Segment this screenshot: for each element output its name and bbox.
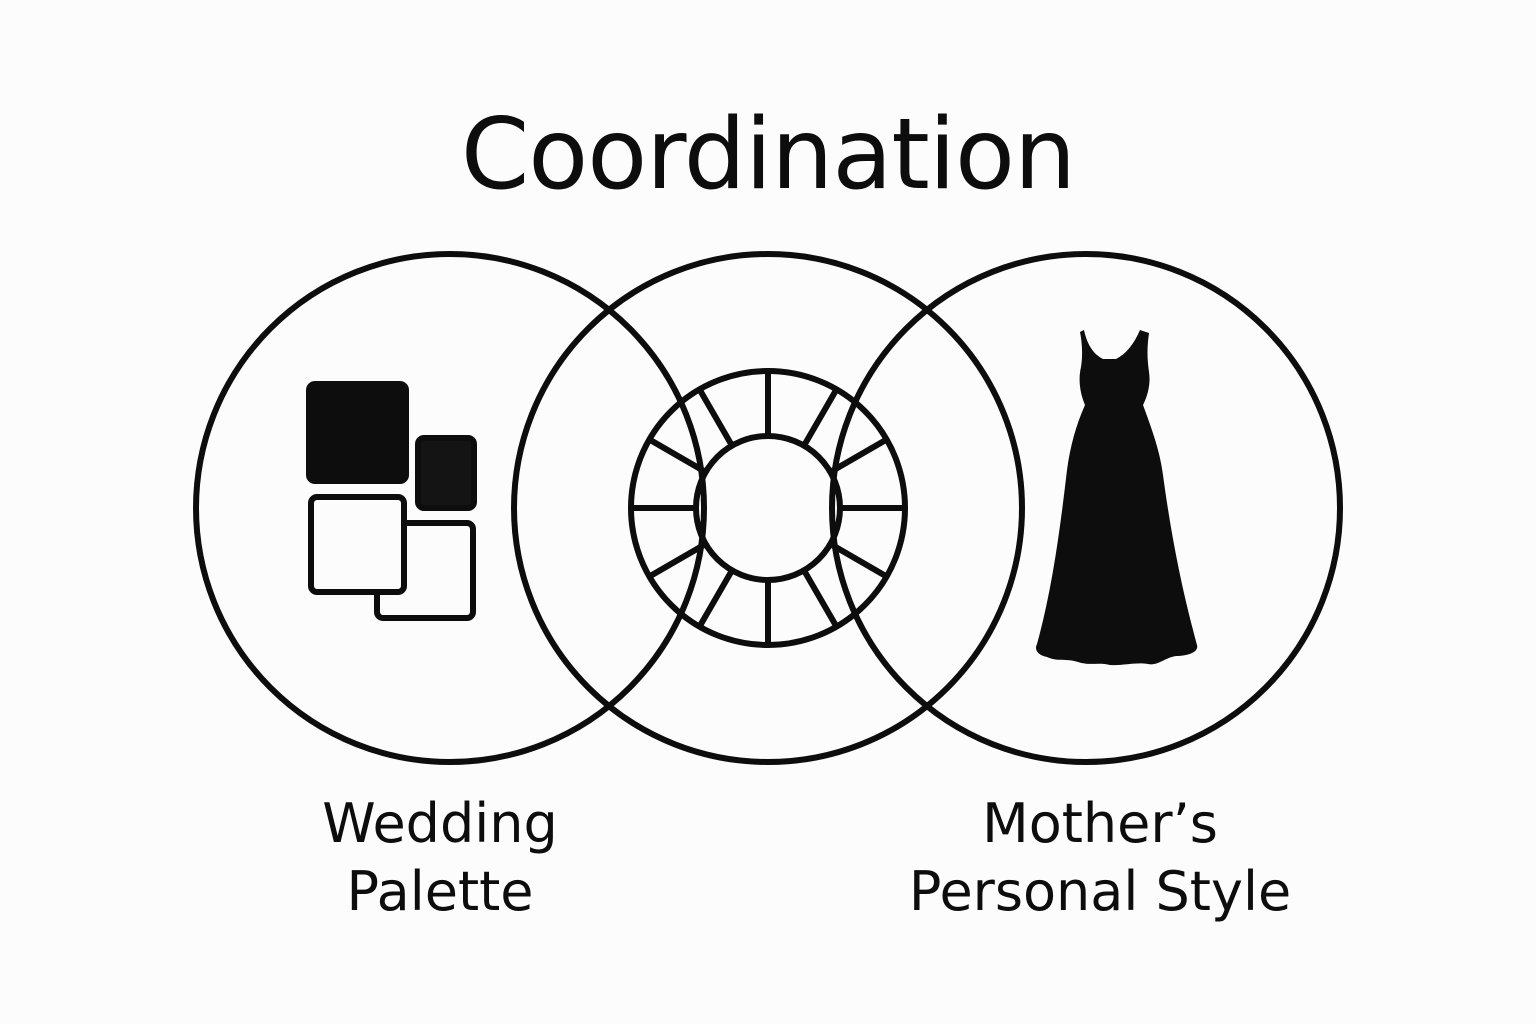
color-wheel-spoke <box>801 387 840 448</box>
mothers-style-circle <box>829 251 1343 765</box>
mothers-style-label: Mother’s Personal Style <box>870 790 1330 926</box>
diagram-title: Coordination <box>460 98 1076 212</box>
color-wheel-spoke <box>828 436 889 475</box>
color-wheel-spoke <box>647 541 708 580</box>
center-circle <box>511 251 1025 765</box>
color-wheel-spoke <box>647 436 708 475</box>
color-wheel-spokes <box>631 371 905 645</box>
color-wheel-icon <box>628 368 908 648</box>
wedding-palette-label-line-1: Wedding <box>322 792 558 855</box>
mothers-style-label-line-1: Mother’s <box>982 792 1218 855</box>
swatch-white-front <box>308 494 407 595</box>
color-wheel-spoke <box>828 541 889 580</box>
wedding-palette-label: Wedding Palette <box>290 790 590 926</box>
swatch-dark-large <box>306 381 409 484</box>
color-wheel-spoke <box>801 568 840 629</box>
wedding-palette-label-line-2: Palette <box>346 860 534 923</box>
color-wheel-spoke <box>696 568 735 629</box>
dress-icon <box>1036 330 1198 666</box>
swatch-dark-small <box>415 435 477 511</box>
mothers-style-label-line-2: Personal Style <box>908 860 1292 923</box>
color-swatches-icon <box>306 381 477 621</box>
wedding-palette-circle <box>193 251 707 765</box>
color-wheel-inner <box>693 433 843 583</box>
color-wheel-spoke <box>696 387 735 448</box>
